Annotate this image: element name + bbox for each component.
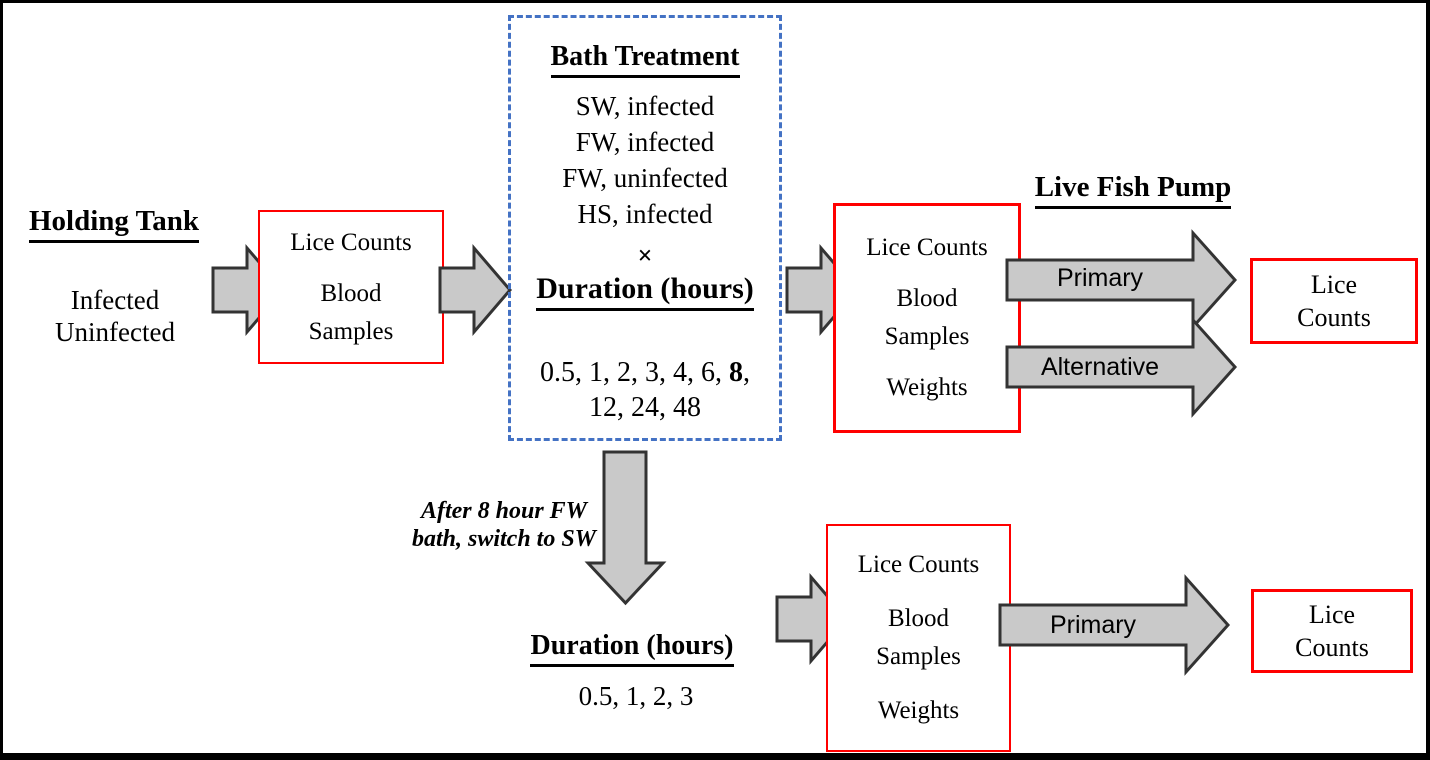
postbath-blood-samples: Blood Samples — [884, 285, 970, 350]
switch-duration-title: Duration (hours) — [521, 630, 743, 667]
arrow-pump-alternative-icon — [1005, 316, 1238, 418]
holding-tank-title-text: Holding Tank — [28, 205, 200, 243]
arrow-prebath-to-bath-icon — [438, 243, 512, 337]
arrow-bath-to-switch-down-icon — [584, 450, 667, 606]
bath-duration-line1: 0.5, 1, 2, 3, 4, 6, 8, — [540, 357, 750, 388]
switch-lice-counts: Lice Counts — [857, 551, 980, 578]
pump-primary-label: Primary — [1056, 263, 1144, 292]
bold-eight-hours: 8 — [729, 357, 743, 388]
prebath-lice-counts: Lice Counts — [290, 228, 412, 256]
pump-lice-counts-box: Lice Counts — [1250, 258, 1418, 344]
prebath-blood-samples: Blood Samples — [308, 279, 394, 345]
cross-multiplication-symbol: × — [637, 241, 653, 270]
arrow-pump-primary-icon — [1005, 229, 1238, 331]
switch-to-sw-note: After 8 hour FW bath, switch to SW — [411, 498, 597, 552]
holding-tank-groups: Infected Uninfected — [20, 284, 210, 348]
postbath-sampling-box: Lice Counts Blood Samples Weights — [833, 203, 1021, 433]
condition-fw-infected: FW, infected — [575, 127, 715, 157]
arrow-switch-primary-icon — [998, 574, 1231, 676]
bath-treatment-conditions: SW, infected FW, infected FW, uninfected… — [511, 88, 779, 232]
postbath-lice-counts: Lice Counts — [866, 234, 988, 261]
holding-tank-group-uninfected: Uninfected — [55, 317, 175, 347]
live-fish-pump-title: Live Fish Pump — [1023, 171, 1243, 209]
switch-lice-counts-result-box: Lice Counts — [1251, 589, 1413, 673]
switch-primary-label: Primary — [1049, 610, 1137, 639]
switch-duration-values: 0.5, 1, 2, 3 — [578, 681, 694, 711]
holding-tank-group-infected: Infected — [70, 285, 160, 315]
switch-sampling-box: Lice Counts Blood Samples Weights — [826, 524, 1011, 752]
bath-treatment-title: Bath Treatment — [511, 41, 779, 78]
bath-duration-line2: 12, 24, 48 — [589, 392, 701, 423]
postbath-weights: Weights — [886, 374, 968, 401]
bath-duration-title: Duration (hours) — [511, 272, 779, 311]
condition-hs-infected: HS, infected — [577, 199, 713, 229]
condition-fw-uninfected: FW, uninfected — [562, 163, 728, 193]
condition-sw-infected: SW, infected — [575, 91, 715, 121]
holding-tank-title: Holding Tank — [13, 205, 215, 243]
prebath-sampling-box: Lice Counts Blood Samples — [258, 210, 444, 364]
switch-weights: Weights — [877, 697, 960, 724]
switch-blood-samples: Blood Samples — [876, 605, 961, 670]
bath-treatment-box: Bath Treatment SW, infected FW, infected… — [508, 15, 782, 441]
pump-alternative-label: Alternative — [1040, 352, 1160, 381]
bath-duration-values: 0.5, 1, 2, 3, 4, 6, 8, 12, 24, 48 — [511, 355, 779, 425]
